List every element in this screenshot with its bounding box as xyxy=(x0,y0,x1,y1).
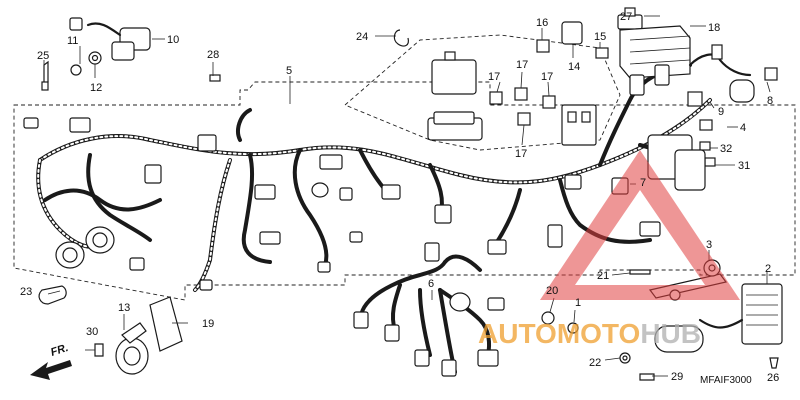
diagram-code: MFAIF3000 xyxy=(700,375,752,386)
callout-3: 3 xyxy=(706,239,712,251)
callout-30: 30 xyxy=(86,326,98,338)
harness-connectors xyxy=(23,117,661,291)
front-direction-arrow xyxy=(30,360,72,380)
callout-16: 16 xyxy=(536,17,548,29)
callout-24: 24 xyxy=(356,31,368,43)
callout-1: 1 xyxy=(575,297,581,309)
sub-harness-6 xyxy=(353,242,505,377)
leader-lines xyxy=(43,15,771,377)
relay-frame xyxy=(344,34,621,151)
callout-15: 15 xyxy=(594,31,606,43)
callout-21: 21 xyxy=(597,270,609,282)
callout-26: 26 xyxy=(767,372,779,384)
watermark-text-orange: AUTOMOTO xyxy=(478,318,640,349)
main-harness xyxy=(36,63,712,292)
parts-top-left xyxy=(41,17,409,91)
callout-10: 10 xyxy=(167,34,179,46)
callout-22: 22 xyxy=(589,357,601,369)
callout-29: 29 xyxy=(671,371,683,383)
callout-28: 28 xyxy=(207,49,219,61)
callout-32: 32 xyxy=(720,143,732,155)
callout-13: 13 xyxy=(118,302,130,314)
callout-17-d: 17 xyxy=(515,148,527,160)
callout-23: 23 xyxy=(20,286,32,298)
callout-5: 5 xyxy=(286,65,292,77)
callout-4: 4 xyxy=(740,122,746,134)
watermark-text-gray: HUB xyxy=(640,318,701,349)
front-direction-label: FR. xyxy=(49,342,70,359)
callout-2: 2 xyxy=(765,263,771,275)
callout-17-b: 17 xyxy=(516,59,528,71)
callout-27: 27 xyxy=(620,11,632,23)
relay-box-parts xyxy=(427,7,691,146)
callout-9: 9 xyxy=(718,106,724,118)
right-side-parts xyxy=(611,44,778,195)
callout-31: 31 xyxy=(738,160,750,172)
callout-8: 8 xyxy=(767,95,773,107)
callout-19: 19 xyxy=(202,318,214,330)
callout-25: 25 xyxy=(37,50,49,62)
watermark-triangle xyxy=(540,150,740,300)
callout-12: 12 xyxy=(90,82,102,94)
callout-7: 7 xyxy=(640,177,646,189)
watermark: AUTOMOTOHUB xyxy=(478,150,740,349)
callout-18: 18 xyxy=(708,22,720,34)
callout-14: 14 xyxy=(568,61,580,73)
callout-6: 6 xyxy=(428,278,434,290)
callout-17-a: 17 xyxy=(488,71,500,83)
callout-20: 20 xyxy=(546,285,558,297)
svg-text:AUTOMOTOHUB: AUTOMOTOHUB xyxy=(478,318,701,349)
callout-11: 11 xyxy=(67,35,78,47)
callout-labels: 1 2 3 4 5 6 7 8 9 10 11 12 13 14 15 16 1… xyxy=(20,11,779,386)
bottom-left-parts xyxy=(38,285,183,375)
callout-17-c: 17 xyxy=(541,71,553,83)
bullet-connectors xyxy=(55,182,329,269)
